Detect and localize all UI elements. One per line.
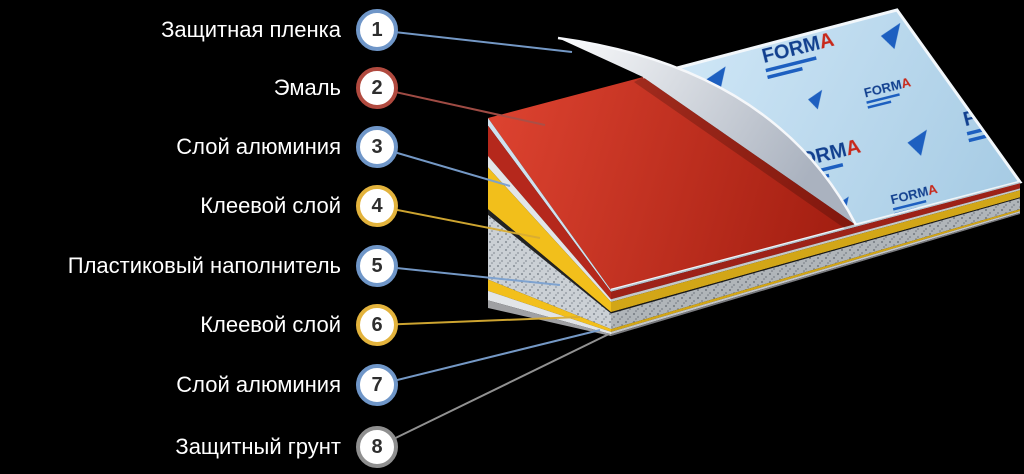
connector-lines <box>376 29 610 448</box>
layer-aluminum-bottom-right <box>611 211 1020 335</box>
connector-line-8 <box>376 333 610 448</box>
layer-label-row-7: Слой алюминия 7 <box>0 364 398 406</box>
layer-label-row-3: Слой алюминия 3 <box>0 126 398 168</box>
layer-label-row-6: Клеевой слой 6 <box>0 304 398 346</box>
layer-primer-right <box>611 212 1020 336</box>
flap-edge-highlight <box>557 36 858 226</box>
connector-line-5 <box>376 265 561 286</box>
connector-line-3 <box>376 146 511 187</box>
panel-right-face <box>611 182 1020 336</box>
layer-dark-line-left <box>488 209 611 314</box>
layer-label: Эмаль <box>273 75 341 100</box>
layer-label-row-5: Пластиковый наполнитель 5 <box>0 245 398 287</box>
layer-number-badge: 1 <box>356 9 398 51</box>
peel-shadow <box>634 77 856 230</box>
layer-core-right <box>611 198 1020 330</box>
layer-number-badge: 4 <box>356 185 398 227</box>
layer-number-badge: 7 <box>356 364 398 406</box>
layer-adhesive-bottom-right <box>611 209 1020 332</box>
layer-number-badge: 3 <box>356 126 398 168</box>
layer-number-badge: 8 <box>356 426 398 468</box>
connector-line-6 <box>376 316 581 326</box>
layer-number-badge: 5 <box>356 245 398 287</box>
layer-aluminum-top-left <box>488 156 611 302</box>
connector-line-4 <box>376 205 541 239</box>
layer-label: Защитный грунт <box>175 434 341 459</box>
layer-label-row-4: Клеевой слой 4 <box>0 185 398 227</box>
layer-dark-line-right <box>611 197 1020 314</box>
layer-aluminum-top-right <box>611 188 1020 302</box>
layer-enamel-right <box>611 183 1020 300</box>
layer-film-left <box>488 118 611 292</box>
layer-number-badge: 2 <box>356 67 398 109</box>
layer-number-badge: 6 <box>356 304 398 346</box>
layer-label: Пластиковый наполнитель <box>67 253 341 278</box>
layer-adhesive-top-left <box>488 167 611 313</box>
layer-adhesive-bottom-left <box>488 279 611 332</box>
layer-label-row-1: Защитная пленка 1 <box>0 9 398 51</box>
film-logo-pattern <box>643 10 1020 225</box>
panel-left-face <box>488 118 611 336</box>
layer-label: Клеевой слой <box>200 312 341 337</box>
layer-label: Слой алюминия <box>176 134 341 159</box>
connector-line-1 <box>376 29 573 53</box>
layer-label-row-8: Защитный грунт 8 <box>0 426 398 468</box>
layer-label: Слой алюминия <box>176 372 341 397</box>
right-face-shading <box>611 182 1020 336</box>
layer-label-row-2: Эмаль 2 <box>0 67 398 109</box>
layer-core-left <box>488 214 611 330</box>
layer-label: Клеевой слой <box>200 193 341 218</box>
layer-aluminum-bottom-left <box>488 290 611 335</box>
layer-film-right <box>611 182 1020 292</box>
layer-enamel-left <box>488 125 611 300</box>
enamel-exposed-surface <box>488 77 856 290</box>
connector-line-2 <box>376 87 546 126</box>
connector-line-7 <box>376 329 601 386</box>
layer-adhesive-top-right <box>611 190 1020 313</box>
layer-label: Защитная пленка <box>161 17 341 42</box>
